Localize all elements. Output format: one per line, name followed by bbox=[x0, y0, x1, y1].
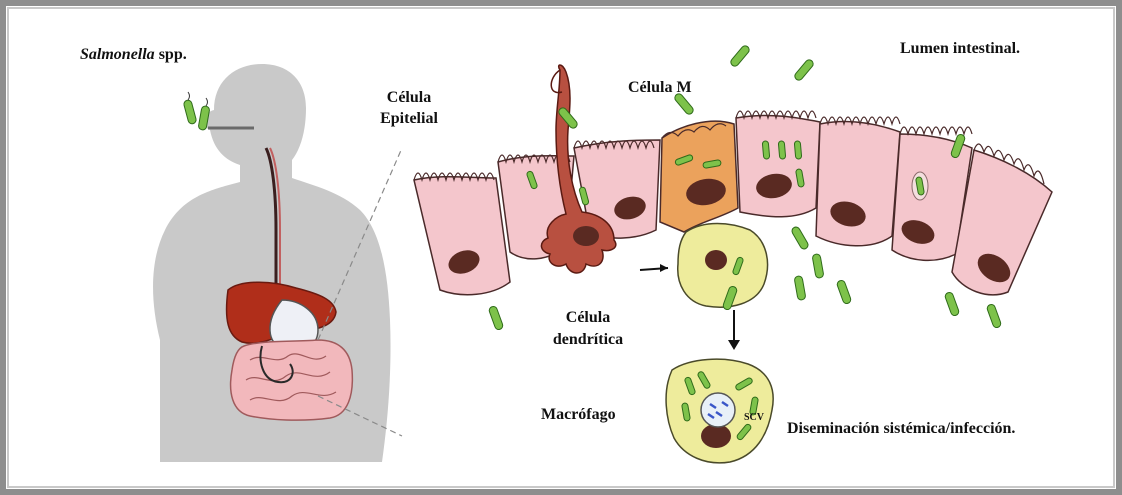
epithelial-cell bbox=[736, 111, 820, 217]
epithelial-cell bbox=[816, 117, 900, 246]
intestines bbox=[231, 340, 353, 420]
organism-name: Salmonella bbox=[80, 46, 155, 63]
label-lumen: Lumen intestinal. bbox=[900, 40, 1020, 58]
scv-vacuole bbox=[701, 393, 735, 427]
label-epithelial-line1: Célula bbox=[364, 87, 454, 108]
label-dendritic-line1: Célula bbox=[538, 307, 638, 329]
label-dissemination: Diseminación sistémica/infección. bbox=[787, 420, 1015, 438]
label-epithelial-cell: Célula Epitelial bbox=[364, 87, 454, 129]
infected-yellow-cell bbox=[678, 224, 768, 308]
label-m-cell: Célula M bbox=[628, 79, 692, 97]
organism-suffix: spp. bbox=[159, 46, 187, 63]
label-epithelial-line2: Epitelial bbox=[364, 108, 454, 129]
organism-title: Salmonella spp. bbox=[80, 46, 187, 64]
label-dendritic-line2: dendrítica bbox=[538, 329, 638, 351]
label-dendritic-cell: Célula dendrítica bbox=[538, 307, 638, 351]
label-scv: SCV bbox=[744, 412, 764, 423]
label-macrophage: Macrófago bbox=[541, 406, 616, 424]
